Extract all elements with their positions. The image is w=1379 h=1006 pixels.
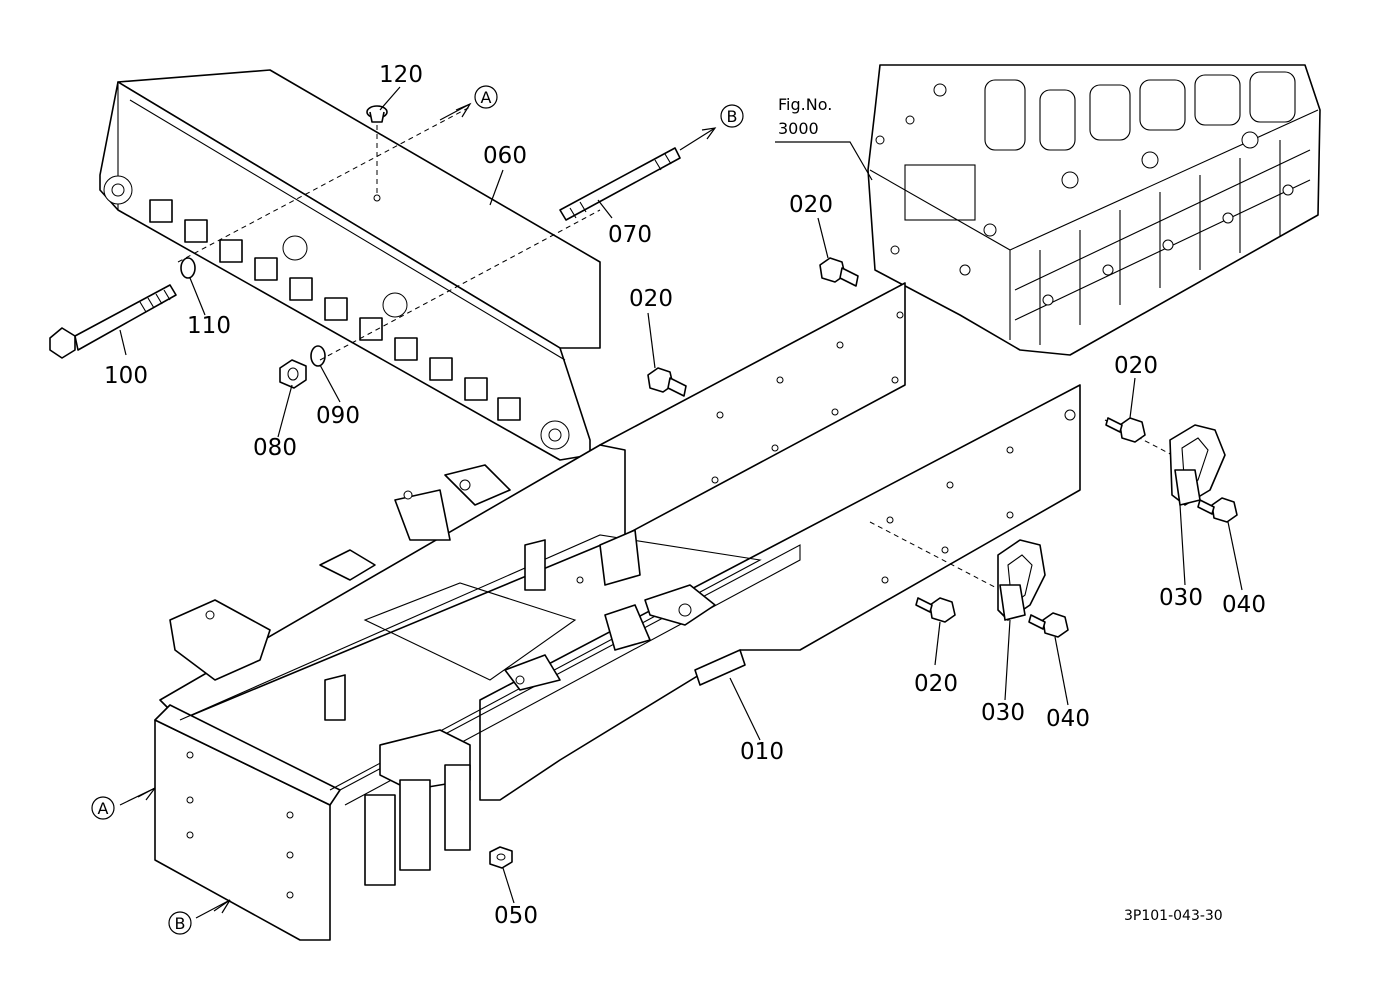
engine-block xyxy=(867,64,1321,356)
clip-030-lower xyxy=(997,539,1046,621)
marker-a-bottom-label: A xyxy=(98,799,109,818)
nut-080 xyxy=(279,359,307,389)
drawing-number: 3P101-043-30 xyxy=(1124,908,1223,924)
figure-reference-number: 3000 xyxy=(778,119,819,138)
part-label-020-lower: 020 xyxy=(914,671,958,697)
marker-a-top-label: A xyxy=(481,88,492,107)
bolt-100 xyxy=(49,284,177,359)
part-label-080: 080 xyxy=(253,435,297,461)
marker-b-top: B xyxy=(720,104,744,128)
washer-090 xyxy=(310,345,326,367)
bolt-020-lower xyxy=(915,597,956,623)
part-label-020-top: 020 xyxy=(789,192,833,218)
leader-lines xyxy=(119,86,1243,919)
part-label-030-lower: 030 xyxy=(981,700,1025,726)
part-label-110: 110 xyxy=(187,313,231,339)
bolt-020-top xyxy=(819,257,859,287)
part-label-020-middle: 020 xyxy=(629,286,673,312)
marker-a-top: A xyxy=(474,85,498,109)
bolt-040-right xyxy=(1197,497,1238,523)
bolt-050 xyxy=(489,846,513,869)
part-label-050: 050 xyxy=(494,903,538,929)
bolt-040-lower xyxy=(1028,612,1069,638)
marker-b-bottom: B xyxy=(168,911,192,935)
frame-010 xyxy=(154,282,1081,941)
marker-b-top-label: B xyxy=(727,107,738,126)
clip-030-right xyxy=(1169,424,1226,506)
part-label-020-right: 020 xyxy=(1114,353,1158,379)
part-label-040-right: 040 xyxy=(1222,592,1266,618)
figure-reference: Fig.No. 3000 xyxy=(775,95,873,181)
cover-060 xyxy=(99,69,601,461)
stud-070 xyxy=(559,147,681,221)
bolt-020-middle xyxy=(647,367,687,397)
washer-110 xyxy=(180,257,196,279)
marker-b-bottom-label: B xyxy=(175,914,186,933)
part-label-010: 010 xyxy=(740,739,784,765)
bolt-020-right xyxy=(1105,417,1146,443)
part-label-070: 070 xyxy=(608,222,652,248)
figure-reference-label: Fig.No. xyxy=(778,95,832,114)
part-label-090: 090 xyxy=(316,403,360,429)
bolt-120 xyxy=(366,105,388,202)
part-label-030-right: 030 xyxy=(1159,585,1203,611)
part-label-100: 100 xyxy=(104,363,148,389)
part-label-040-lower: 040 xyxy=(1046,706,1090,732)
part-label-060: 060 xyxy=(483,143,527,169)
marker-a-bottom: A xyxy=(91,796,115,820)
part-label-120: 120 xyxy=(379,62,423,88)
